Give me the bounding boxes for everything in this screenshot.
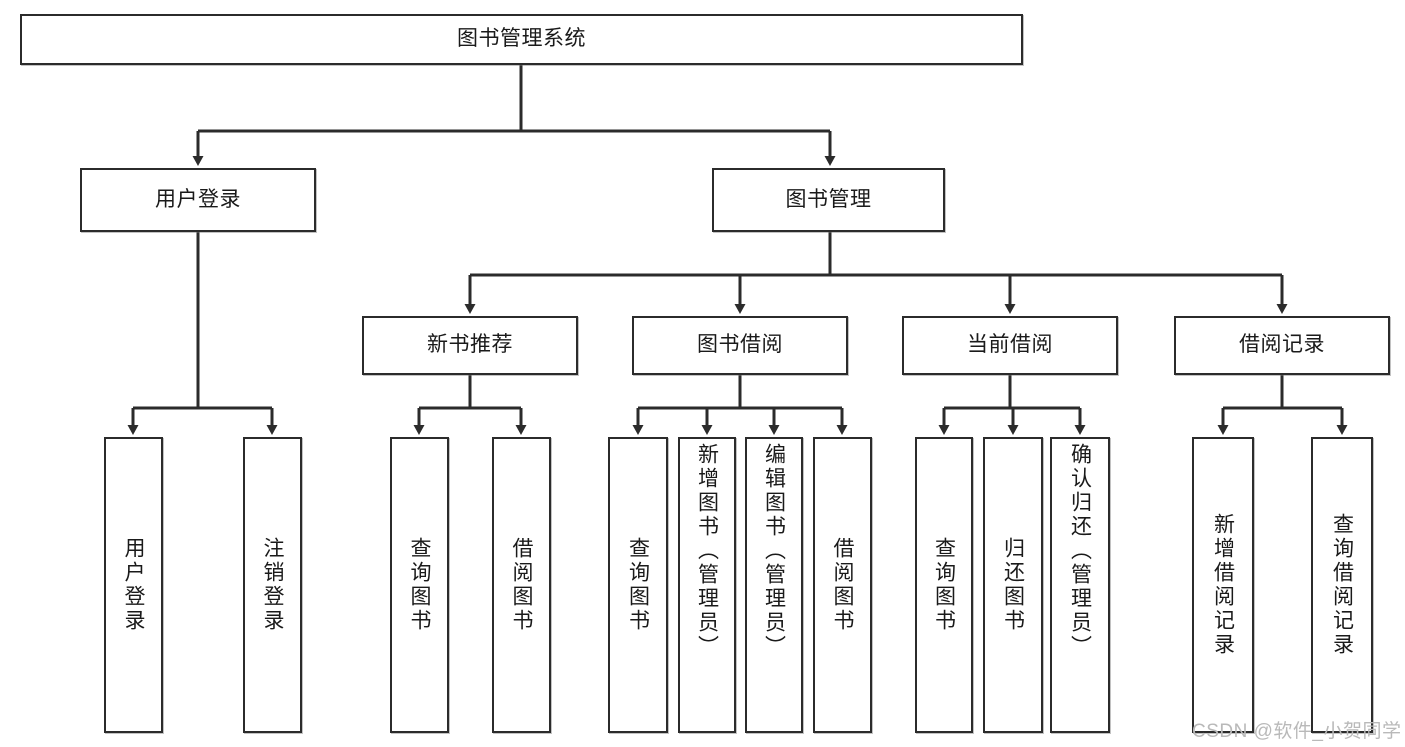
node-label: 用户登录 (155, 187, 241, 211)
node-current-borrow[interactable]: 当前借阅 (902, 316, 1118, 375)
node-label: 归还图书 (1001, 537, 1025, 633)
node-leaf-borrow-book-1[interactable]: 借阅图书 (492, 437, 551, 733)
node-leaf-return-book[interactable]: 归还图书 (983, 437, 1043, 733)
node-label: 借阅图书 (510, 537, 533, 633)
node-label: 查询借阅记录 (1330, 513, 1354, 657)
node-leaf-query-record[interactable]: 查询借阅记录 (1311, 437, 1373, 733)
node-label: 新书推荐 (427, 333, 513, 357)
node-book-manage[interactable]: 图书管理 (712, 168, 945, 232)
node-user-login[interactable]: 用户登录 (80, 168, 316, 232)
node-label: 图书管理 (785, 187, 872, 211)
node-label: 新增图书（管理员） (695, 443, 719, 659)
node-borrow-record[interactable]: 借阅记录 (1174, 316, 1390, 375)
node-root-system[interactable]: 图书管理系统 (20, 14, 1023, 65)
node-leaf-add-record[interactable]: 新增借阅记录 (1192, 437, 1254, 733)
node-leaf-user-login[interactable]: 用户登录 (104, 437, 163, 733)
node-book-borrow[interactable]: 图书借阅 (632, 316, 848, 375)
node-label: 新增借阅记录 (1211, 513, 1235, 657)
node-leaf-query-book-2[interactable]: 查询图书 (608, 437, 668, 733)
node-leaf-add-book[interactable]: 新增图书（管理员） (678, 437, 736, 733)
node-leaf-logout-login[interactable]: 注销登录 (243, 437, 302, 733)
node-label: 查询图书 (408, 537, 431, 633)
node-leaf-edit-book[interactable]: 编辑图书（管理员） (745, 437, 803, 733)
node-label: 借阅图书 (831, 537, 854, 633)
node-leaf-query-book-1[interactable]: 查询图书 (390, 437, 449, 733)
node-label: 查询图书 (626, 537, 650, 633)
node-leaf-confirm-return[interactable]: 确认归还（管理员） (1050, 437, 1110, 733)
node-label: 借阅记录 (1239, 333, 1325, 357)
node-label: 图书管理系统 (457, 27, 586, 51)
node-label: 当前借阅 (967, 333, 1053, 357)
node-label: 用户登录 (122, 537, 145, 633)
node-label: 确认归还（管理员） (1068, 443, 1092, 659)
node-label: 编辑图书（管理员） (762, 443, 786, 659)
node-label: 查询图书 (932, 537, 956, 633)
node-leaf-query-book-3[interactable]: 查询图书 (915, 437, 973, 733)
node-leaf-borrow-book-2[interactable]: 借阅图书 (813, 437, 872, 733)
node-label: 图书借阅 (697, 333, 783, 357)
node-label: 注销登录 (261, 537, 284, 633)
node-new-book-recommend[interactable]: 新书推荐 (362, 316, 578, 375)
